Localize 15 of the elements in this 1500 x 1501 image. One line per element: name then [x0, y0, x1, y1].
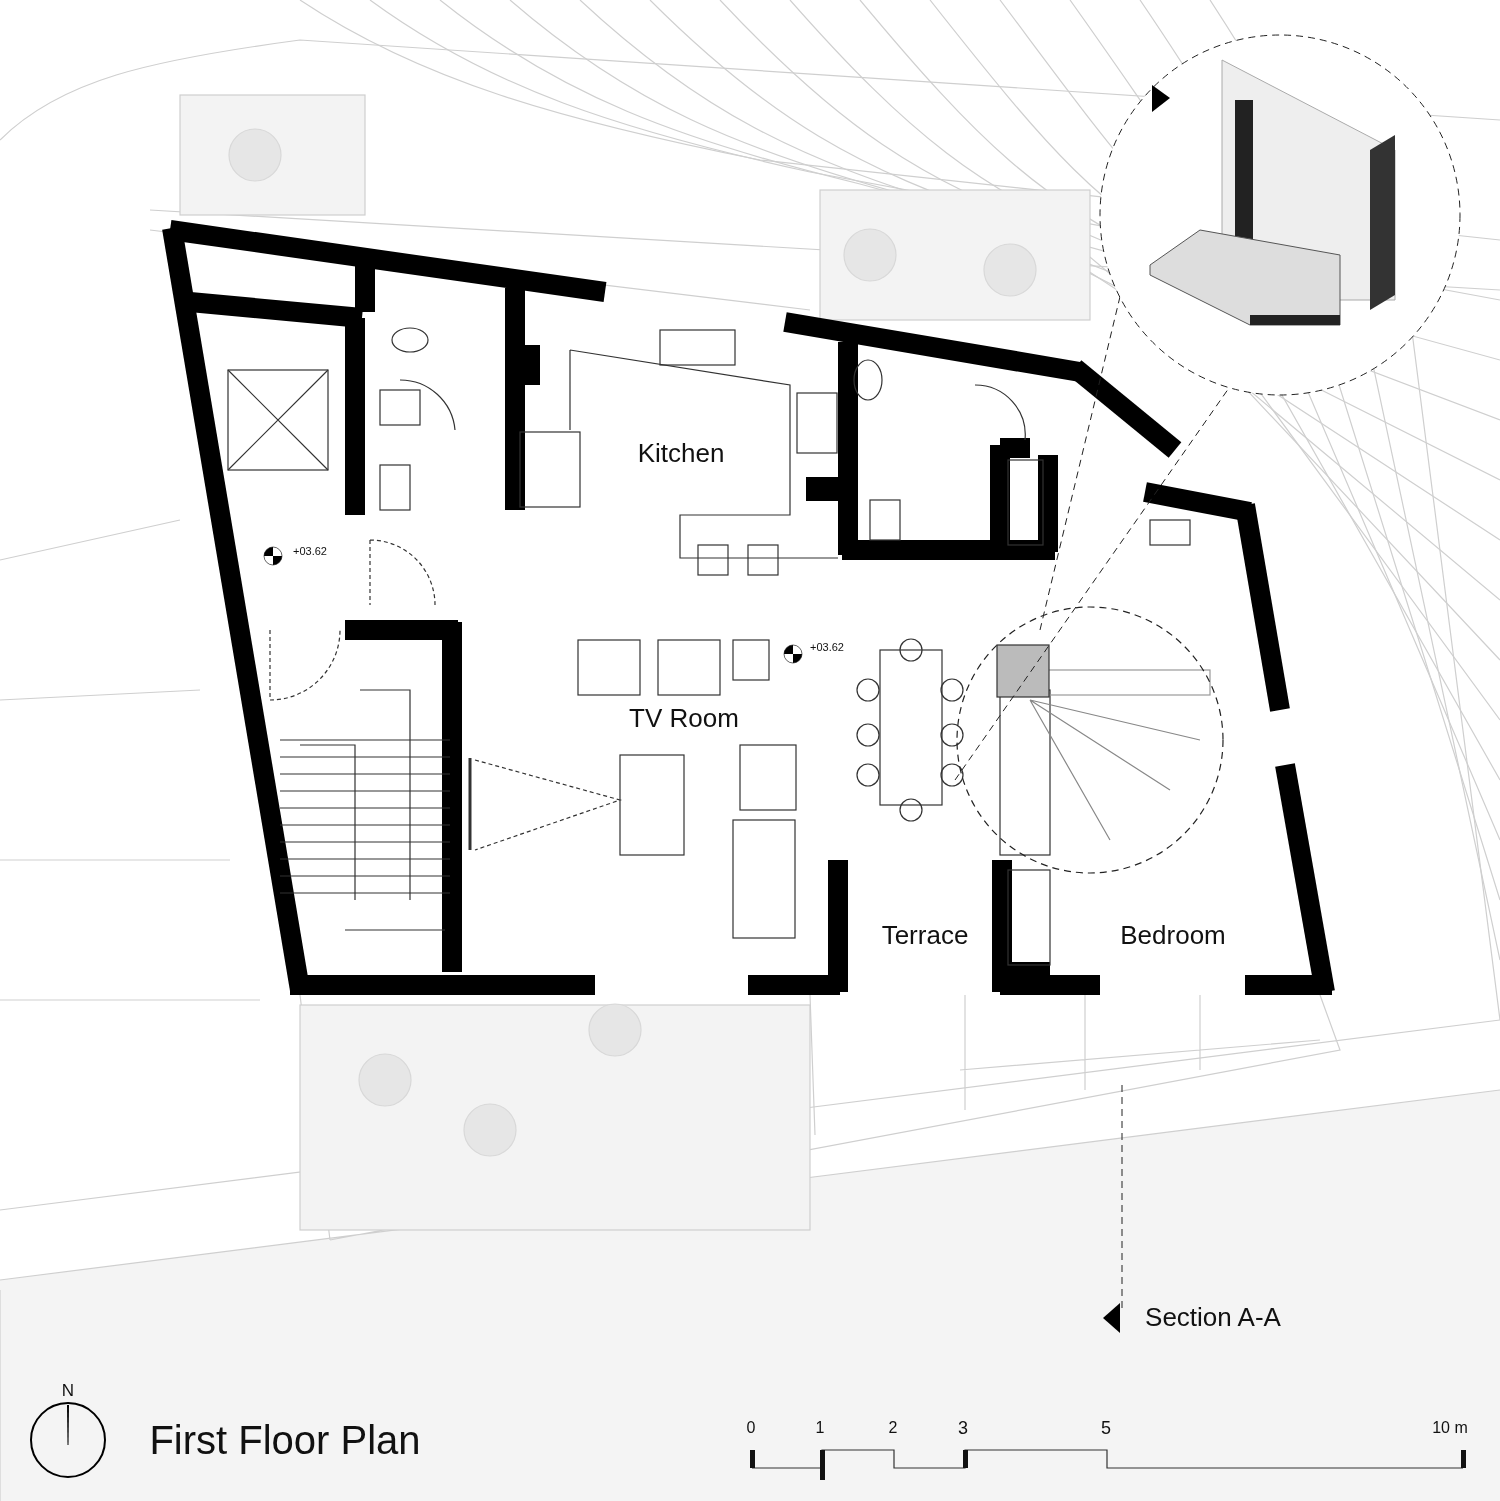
- scale-value: 5: [1101, 1419, 1111, 1437]
- section-label: Section A-A: [1145, 1304, 1281, 1330]
- scale-value: 3: [958, 1419, 968, 1437]
- scale-value: 2: [888, 1420, 898, 1436]
- scale-value: 1: [815, 1420, 825, 1436]
- level-value: +03.62: [293, 545, 327, 557]
- room-name: Kitchen: [637, 440, 725, 466]
- room-name: Terrace: [881, 922, 969, 948]
- scale-value: 10 m: [1432, 1420, 1468, 1436]
- room-name: TV Room: [629, 705, 739, 731]
- north-label: N: [61, 1381, 75, 1399]
- scale-value: 0: [746, 1420, 756, 1436]
- level-value: +03.62: [810, 641, 844, 653]
- plan-title: First Floor Plan: [149, 1420, 421, 1460]
- room-name: Bedroom: [1120, 922, 1226, 948]
